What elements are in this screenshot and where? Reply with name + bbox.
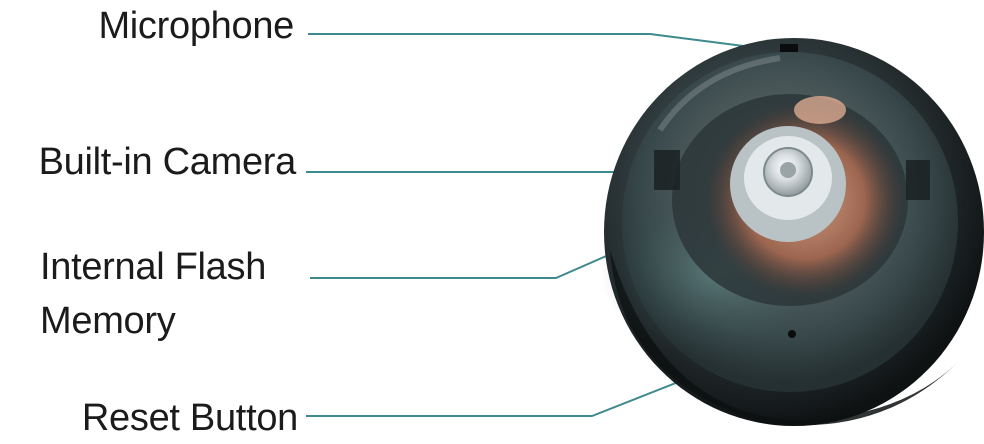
reset-button-hole — [788, 330, 796, 338]
label-microphone: Microphone — [72, 4, 294, 48]
label-built-in-camera: Built-in Camera — [0, 140, 296, 184]
label-reset-button: Reset Button — [48, 396, 298, 440]
leader-line-microphone — [308, 34, 790, 52]
copper-highlight — [794, 96, 846, 124]
microphone-hole — [780, 44, 798, 52]
lens-center — [780, 162, 796, 178]
label-internal-flash-memory: Internal Flash Memory — [40, 240, 310, 348]
bracket-left — [654, 150, 680, 190]
label-flash-line-2: Memory — [40, 294, 310, 348]
label-flash-line-1: Internal Flash — [40, 240, 310, 294]
bracket-right — [906, 160, 930, 200]
leader-line-flash — [310, 250, 620, 278]
